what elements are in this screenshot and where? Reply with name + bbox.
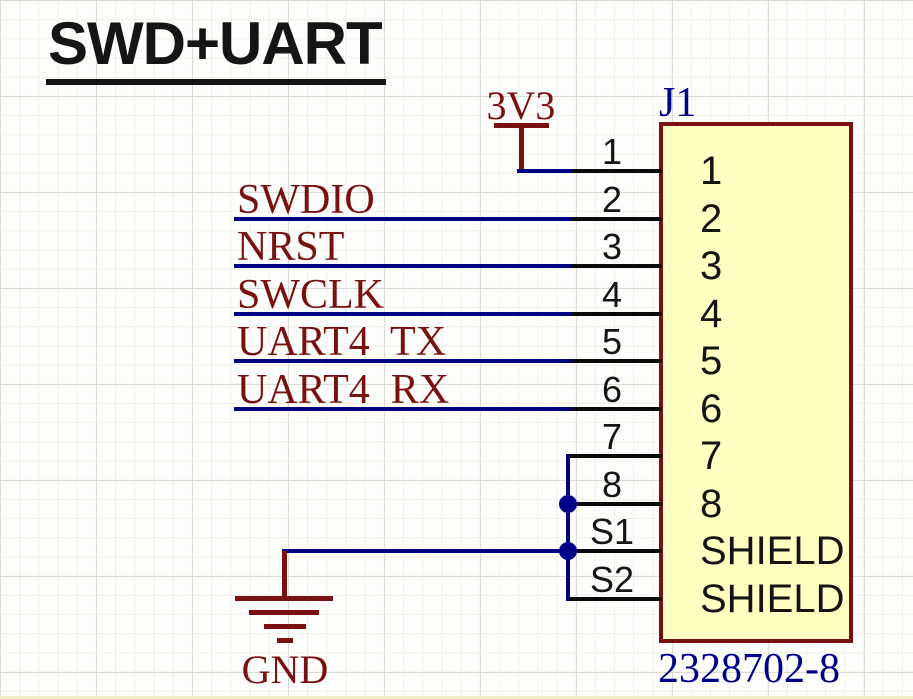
pin-designator-8: 8 <box>601 464 623 505</box>
pin-wire-5[interactable] <box>570 359 662 363</box>
pin-wire-6[interactable] <box>570 407 662 411</box>
pin-designator-3: 3 <box>601 226 623 267</box>
net-label-swdio[interactable]: SWDIO <box>237 177 375 223</box>
gnd-stem <box>282 551 287 598</box>
pin-designator-4: 4 <box>601 274 623 315</box>
gnd-bar2-icon <box>249 610 319 615</box>
power-bar-icon[interactable] <box>494 123 549 128</box>
wire-uart4-rx[interactable] <box>234 407 572 411</box>
ground-label[interactable]: GND <box>241 647 329 692</box>
pin-name-7: 7 <box>700 434 723 478</box>
pin-name-4: 4 <box>700 292 723 336</box>
wire-shield-bus-vertical[interactable] <box>566 454 570 601</box>
schematic-title: SWD+UART <box>46 14 386 85</box>
pin-name-1: 1 <box>700 149 723 193</box>
pin-designator-2: 2 <box>601 179 623 220</box>
wire-3v3[interactable] <box>517 169 572 173</box>
power-stem <box>519 126 524 171</box>
pin-name-2: 2 <box>700 197 723 241</box>
pin-designator-1: 1 <box>601 131 623 172</box>
component-designator[interactable]: J1 <box>659 80 697 126</box>
pin-designator-5: 5 <box>601 321 623 362</box>
pin-name-5: 5 <box>700 339 723 383</box>
connector-body[interactable] <box>659 122 853 643</box>
gnd-bar1-icon[interactable] <box>235 596 333 601</box>
pin-wire-7[interactable] <box>570 454 662 458</box>
net-label-swclk[interactable]: SWCLK <box>237 272 384 318</box>
wire-gnd-horizontal[interactable] <box>282 549 568 553</box>
pin-designator-7: 7 <box>601 416 623 457</box>
pin-designator-s2: S2 <box>589 559 635 600</box>
gnd-bar3-icon <box>264 624 306 629</box>
junction-dot-s1 <box>559 542 577 560</box>
gnd-bar4-icon <box>277 638 293 643</box>
pin-name-3: 3 <box>700 244 723 288</box>
pin-wire-3[interactable] <box>570 264 662 268</box>
wire-nrst[interactable] <box>234 264 572 268</box>
pin-wire-8[interactable] <box>570 502 662 506</box>
pin-wire-4[interactable] <box>570 312 662 316</box>
pin-wire-s2[interactable] <box>570 597 662 601</box>
component-part-number[interactable]: 2328702-8 <box>658 646 840 692</box>
net-label-uart4-rx[interactable]: UART4 RX <box>237 367 450 413</box>
net-label-nrst[interactable]: NRST <box>237 224 345 270</box>
junction-dot-pin8 <box>559 495 577 513</box>
sheet-border-bottom <box>0 696 913 699</box>
pin-designator-6: 6 <box>601 369 623 410</box>
pin-name-s2: SHIELD <box>700 577 845 621</box>
net-label-uart4-tx[interactable]: UART4 TX <box>237 319 447 365</box>
pin-wire-2[interactable] <box>570 217 662 221</box>
pin-name-s1: SHIELD <box>700 529 845 573</box>
wire-swdio[interactable] <box>234 217 572 221</box>
pin-designator-s1: S1 <box>589 511 635 552</box>
pin-wire-s1[interactable] <box>570 549 662 553</box>
power-rail-label[interactable]: 3V3 <box>486 83 556 128</box>
pin-name-6: 6 <box>700 387 723 431</box>
pin-name-8: 8 <box>700 482 723 526</box>
wire-swclk[interactable] <box>234 312 572 316</box>
pin-wire-1[interactable] <box>570 169 662 173</box>
wire-uart4-tx[interactable] <box>234 359 572 363</box>
